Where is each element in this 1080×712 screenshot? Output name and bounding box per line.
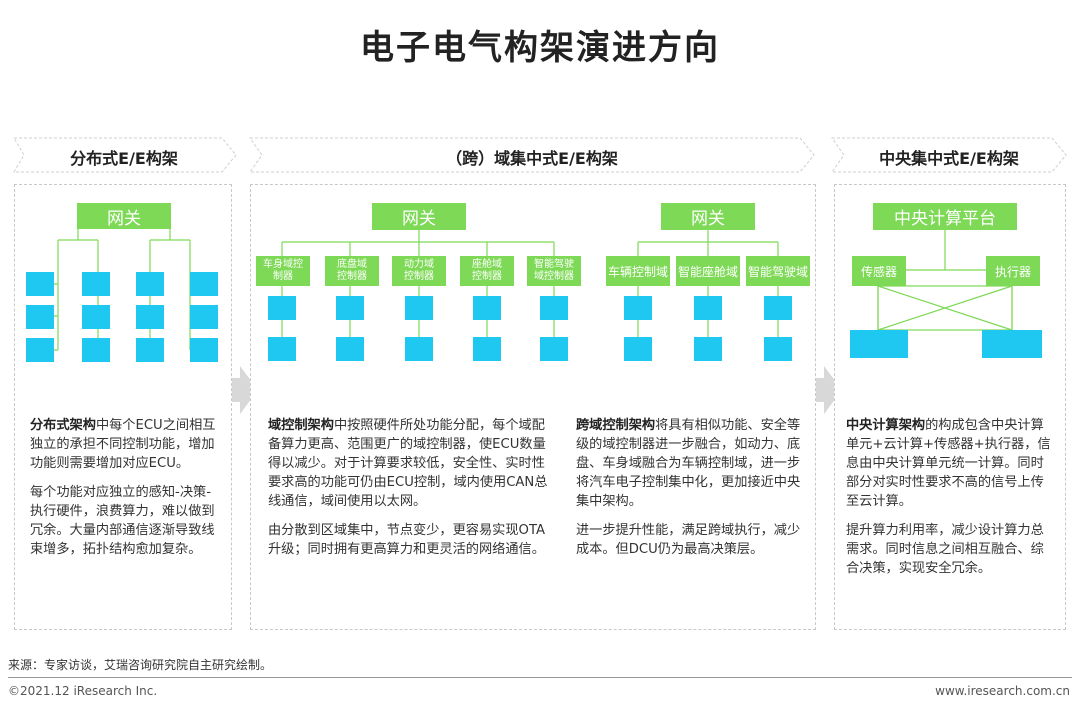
desc-cross: 跨域控制架构将具有相似功能、安全等级的域控制器进一步融合，如动力、底盘、车身域融… <box>576 418 801 557</box>
flow-arrow-1 <box>224 366 258 414</box>
ecu-block <box>405 296 433 320</box>
ecu-block <box>624 296 652 320</box>
ecu-block <box>540 337 568 361</box>
ecu-block <box>136 338 164 362</box>
ecu-block <box>336 296 364 320</box>
ecu-block <box>136 305 164 329</box>
flow-arrow-2 <box>808 366 842 414</box>
central-node-left <box>850 330 908 358</box>
ecu-block <box>540 296 568 320</box>
ecu-block <box>624 337 652 361</box>
desc-distributed: 分布式架构中每个ECU之间相互独立的承担不同控制功能，增加功能则需要增加对应EC… <box>30 418 216 557</box>
cross-controller-cockpit: 智能座舱域 <box>676 256 740 286</box>
actuator-box: 执行器 <box>986 256 1040 286</box>
footer-divider <box>8 677 1072 678</box>
desc-title: 域控制架构 <box>268 418 334 433</box>
cross-controller-adas: 智能驾驶域 <box>746 256 810 286</box>
ecu-block <box>473 296 501 320</box>
ecu-block <box>82 338 110 362</box>
ecu-block <box>190 272 218 296</box>
ecu-block <box>26 305 54 329</box>
gateway-box-domain: 网关 <box>372 203 466 230</box>
ecu-block <box>336 337 364 361</box>
ecu-block <box>82 305 110 329</box>
ecu-block <box>764 296 792 320</box>
desc-central: 中央计算架构的构成包含中央计算单元+云计算+传感器+执行器，信息由中央计算单元统… <box>846 418 1051 576</box>
banner-distributed: 分布式E/E构架 <box>70 149 178 168</box>
ecu-block <box>268 337 296 361</box>
banner-domain: （跨）域集中式E/E构架 <box>446 149 618 168</box>
ecu-block <box>82 272 110 296</box>
ecu-block <box>764 337 792 361</box>
ecu-block <box>26 272 54 296</box>
desc-title: 跨域控制架构 <box>576 418 656 433</box>
domain-controller-adas: 智能驾驶 域控制器 <box>527 256 581 286</box>
ecu-block <box>473 337 501 361</box>
ecu-block <box>190 338 218 362</box>
copyright: ©2021.12 iResearch Inc. <box>8 684 158 698</box>
website-url: www.iresearch.com.cn <box>935 684 1070 698</box>
panel-distributed <box>14 184 232 630</box>
ecu-block <box>405 337 433 361</box>
domain-controller-power: 动力域 控制器 <box>392 256 446 286</box>
ecu-block <box>694 337 722 361</box>
desc-title: 中央计算架构 <box>846 418 926 433</box>
desc-domain: 域控制架构中按照硬件所处功能分配，每个域配备算力更高、范围更广的域控制器，使EC… <box>268 418 548 557</box>
source-note: 来源：专家访谈，艾瑞咨询研究院自主研究绘制。 <box>8 658 273 672</box>
ecu-block <box>694 296 722 320</box>
gateway-box-cross: 网关 <box>661 203 755 230</box>
ecu-block <box>136 272 164 296</box>
ecu-block <box>26 338 54 362</box>
ecu-block <box>190 305 218 329</box>
domain-controller-chassis: 底盘域 控制器 <box>325 256 379 286</box>
desc-title: 分布式架构 <box>30 418 96 433</box>
cross-controller-vehicle: 车辆控制域 <box>606 256 670 286</box>
sensor-box: 传感器 <box>852 256 906 286</box>
central-computing-platform: 中央计算平台 <box>873 203 1017 230</box>
banner-central: 中央集中式E/E构架 <box>879 149 1019 168</box>
gateway-box-distributed: 网关 <box>77 203 171 229</box>
ecu-block <box>268 296 296 320</box>
domain-controller-cockpit: 座舱域 控制器 <box>460 256 514 286</box>
central-node-right <box>982 330 1042 358</box>
domain-controller-body: 车身域控 制器 <box>256 256 310 286</box>
page-title: 电子电气构架演进方向 <box>360 28 720 68</box>
